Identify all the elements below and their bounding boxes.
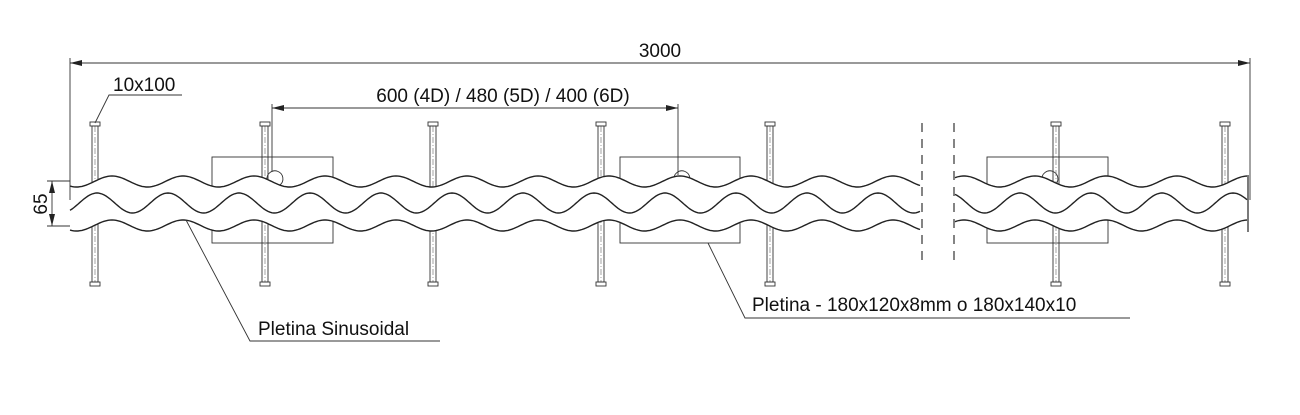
bolt-size-label: 10x100 xyxy=(113,75,175,96)
height-label: 65 xyxy=(31,193,52,214)
height-dimension: 65 xyxy=(31,180,70,227)
bar-fill xyxy=(955,176,1247,231)
wave-line xyxy=(69,192,921,214)
overall-dimension: 3000 xyxy=(69,41,1251,200)
bar-fill xyxy=(70,176,920,231)
sinusoidal-leader: Pletina Sinusoidal xyxy=(185,219,440,342)
plate-label: Pletina - 180x120x8mm o 180x140x10 xyxy=(752,295,1076,316)
wave-line xyxy=(69,219,921,232)
plate-leader: Pletina - 180x120x8mm o 180x140x10 xyxy=(707,242,1130,319)
wave-line xyxy=(954,175,1248,188)
wave-line xyxy=(954,219,1248,232)
spacing-label: 600 (4D) / 480 (5D) / 400 (6D) xyxy=(376,86,629,107)
wave-line xyxy=(954,192,1248,214)
overall-length-label: 3000 xyxy=(639,41,681,62)
spacing-dimension: 600 (4D) / 480 (5D) / 400 (6D) xyxy=(271,86,679,175)
sinusoidal-bar-label: Pletina Sinusoidal xyxy=(258,319,409,340)
wave-line xyxy=(69,175,921,188)
sinusoidal-bar xyxy=(69,175,1249,232)
weld-mark xyxy=(266,170,284,186)
bolt-leader: 10x100 xyxy=(94,75,182,124)
